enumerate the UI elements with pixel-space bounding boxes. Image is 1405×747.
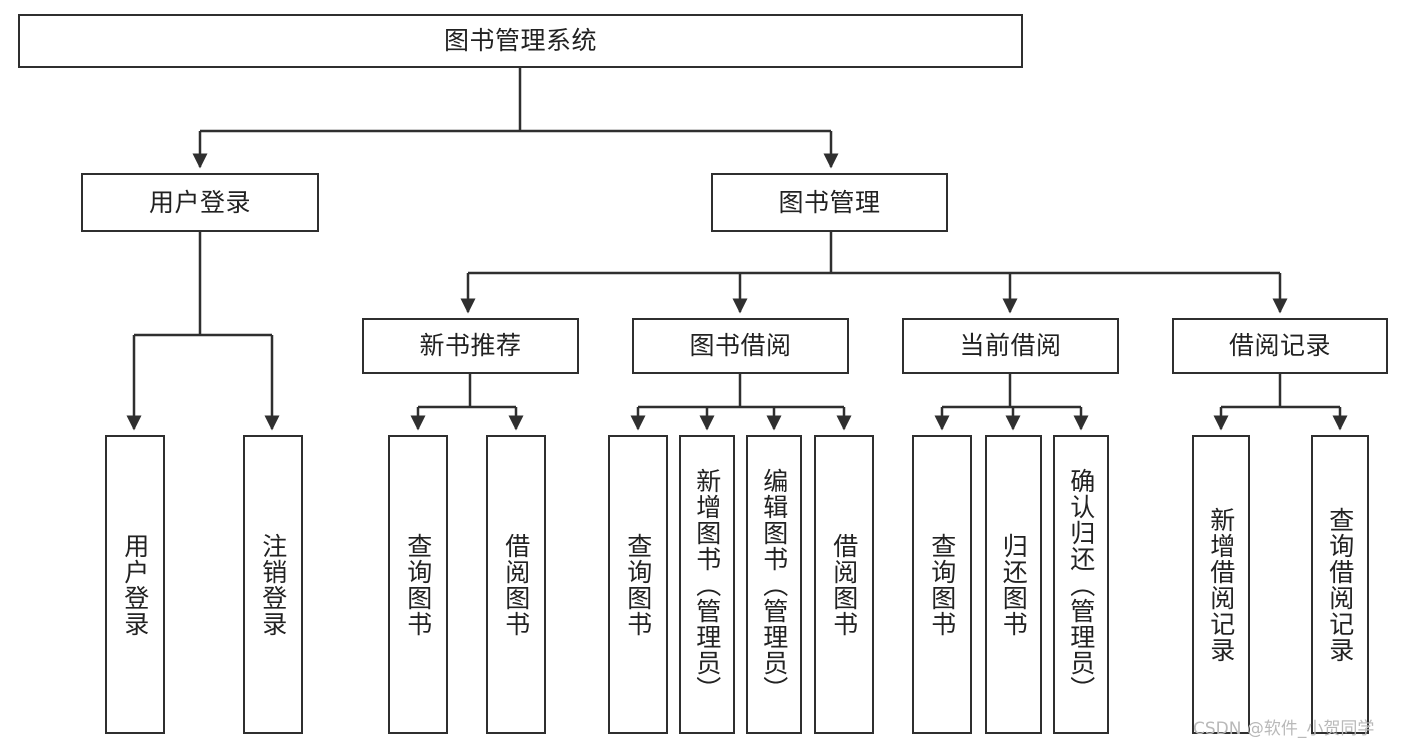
node-root-label: 图书管理系统 xyxy=(443,26,597,55)
node-leaf-query-book-borrow[interactable]: 查询图书 xyxy=(608,435,668,734)
node-leaf-query-book-recommend[interactable]: 查询图书 xyxy=(388,435,448,734)
node-leaf-borrow-book[interactable]: 借阅图书 xyxy=(814,435,874,734)
node-book-management[interactable]: 图书管理 xyxy=(711,173,948,232)
node-leaf-user-logout-label: 注销登录 xyxy=(258,532,288,637)
node-leaf-edit-book-admin-label: 编辑图书（管理员） xyxy=(759,467,789,702)
node-leaf-query-book-current[interactable]: 查询图书 xyxy=(912,435,972,734)
node-user-login[interactable]: 用户登录 xyxy=(81,173,319,232)
node-leaf-add-borrow-record[interactable]: 新增借阅记录 xyxy=(1192,435,1250,734)
node-leaf-add-book-admin-label: 新增图书（管理员） xyxy=(692,467,722,702)
node-book-management-label: 图书管理 xyxy=(778,187,881,217)
node-leaf-borrow-book-label: 借阅图书 xyxy=(829,532,859,637)
node-leaf-query-borrow-record-label: 查询借阅记录 xyxy=(1325,506,1355,663)
node-leaf-add-book-admin[interactable]: 新增图书（管理员） xyxy=(679,435,735,734)
node-book-borrow[interactable]: 图书借阅 xyxy=(632,318,849,374)
node-leaf-return-book[interactable]: 归还图书 xyxy=(985,435,1042,734)
node-leaf-query-book-recommend-label: 查询图书 xyxy=(403,532,433,637)
node-leaf-edit-book-admin[interactable]: 编辑图书（管理员） xyxy=(746,435,802,734)
node-leaf-query-borrow-record[interactable]: 查询借阅记录 xyxy=(1311,435,1369,734)
node-borrow-record-label: 借阅记录 xyxy=(1228,331,1331,360)
node-leaf-borrow-book-recommend[interactable]: 借阅图书 xyxy=(486,435,546,734)
node-leaf-confirm-return-admin[interactable]: 确认归还（管理员） xyxy=(1053,435,1109,734)
node-book-borrow-label: 图书借阅 xyxy=(689,331,792,360)
node-borrow-record[interactable]: 借阅记录 xyxy=(1172,318,1388,374)
node-leaf-query-book-borrow-label: 查询图书 xyxy=(623,532,653,637)
node-leaf-borrow-book-recommend-label: 借阅图书 xyxy=(501,532,531,637)
node-leaf-confirm-return-admin-label: 确认归还（管理员） xyxy=(1066,467,1096,702)
node-current-borrow[interactable]: 当前借阅 xyxy=(902,318,1119,374)
node-leaf-user-login-label: 用户登录 xyxy=(120,532,150,637)
csdn-watermark: CSDN @软件_小贺同学 xyxy=(1193,719,1375,739)
node-root[interactable]: 图书管理系统 xyxy=(18,14,1023,68)
node-new-book-recommend-label: 新书推荐 xyxy=(419,331,522,360)
node-leaf-add-borrow-record-label: 新增借阅记录 xyxy=(1206,506,1236,663)
node-leaf-return-book-label: 归还图书 xyxy=(999,532,1029,637)
node-leaf-user-logout[interactable]: 注销登录 xyxy=(243,435,303,734)
node-current-borrow-label: 当前借阅 xyxy=(959,331,1062,360)
node-leaf-user-login[interactable]: 用户登录 xyxy=(105,435,165,734)
node-new-book-recommend[interactable]: 新书推荐 xyxy=(362,318,579,374)
node-leaf-query-book-current-label: 查询图书 xyxy=(927,532,957,637)
node-user-login-label: 用户登录 xyxy=(148,187,251,217)
